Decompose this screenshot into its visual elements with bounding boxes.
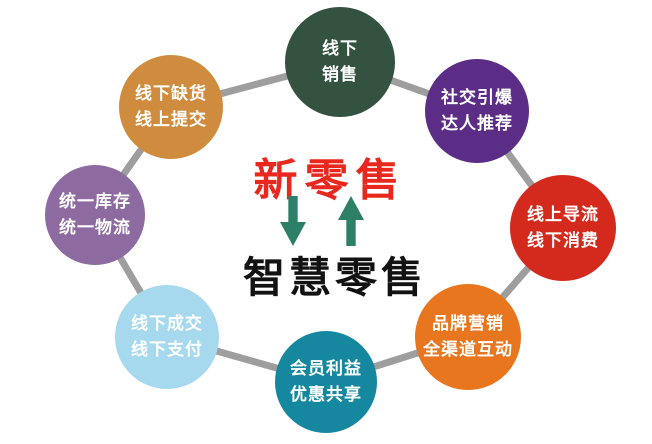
circle-label: 线下支付 xyxy=(131,340,203,359)
circle-label: 会员利益 xyxy=(290,358,362,378)
center-subtitle: 智慧零售 xyxy=(242,256,427,302)
center-arrows xyxy=(280,196,364,246)
circle-label: 优惠共享 xyxy=(290,385,362,404)
circle-member-benefits: 会员利益 优惠共享 xyxy=(275,331,377,433)
circle-label: 全渠道互动 xyxy=(423,340,513,359)
circle-label: 统一物流 xyxy=(59,218,131,237)
circle-label: 线下缺货 xyxy=(135,83,207,103)
center-title: 新零售 xyxy=(253,156,407,205)
circle-label: 社交引爆 xyxy=(441,87,513,107)
circle-label: 线下 xyxy=(322,38,358,58)
circle-brand-marketing: 品牌营销 全渠道互动 xyxy=(415,284,521,390)
circle-label: 线上提交 xyxy=(135,110,207,129)
arrow-up-icon xyxy=(338,196,364,246)
circle-offline-shortage: 线下缺货 线上提交 xyxy=(119,55,223,159)
circle-label: 达人推荐 xyxy=(441,114,513,133)
arrow-down-icon xyxy=(280,196,306,246)
circle-label: 品牌营销 xyxy=(432,313,504,333)
circle-offline-sales: 线下 销售 xyxy=(285,7,395,117)
circle-offline-deal: 线下成交 线下支付 xyxy=(115,285,219,389)
circle-label: 线下成交 xyxy=(131,313,203,333)
circle-online-diversion: 线上导流 线下消费 xyxy=(510,175,616,281)
circle-label: 统一库存 xyxy=(59,191,131,211)
circle-label: 线下消费 xyxy=(527,231,599,250)
circle-label: 线上导流 xyxy=(527,204,599,224)
circle-label: 销售 xyxy=(322,65,358,84)
circle-unified-inventory: 统一库存 统一物流 xyxy=(45,165,145,265)
circle-social-explosion: 社交引爆 达人推荐 xyxy=(425,59,529,163)
